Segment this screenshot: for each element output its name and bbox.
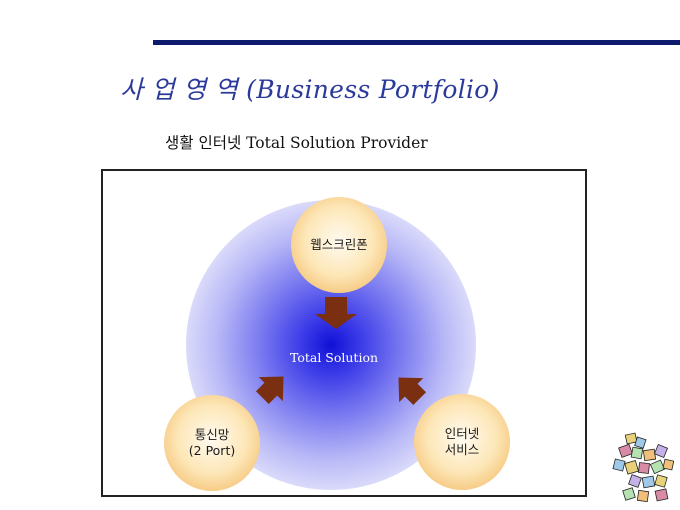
slide-subtitle: 생활 인터넷 Total Solution Provider	[165, 134, 428, 152]
top-rule	[153, 40, 680, 45]
node-label: 서비스	[444, 442, 480, 457]
node-web-screen-phone: 웹스크린폰	[291, 197, 387, 293]
node-internet-service: 인터넷 서비스	[414, 394, 510, 490]
node-network: 통신망 (2 Port)	[164, 395, 260, 491]
cube-figure-logo	[612, 432, 675, 503]
node-label: 통신망	[194, 426, 230, 442]
center-label: Total Solution	[289, 350, 379, 365]
node-label: (2 Port)	[188, 443, 236, 458]
node-label: 인터넷	[444, 425, 480, 441]
node-label: 웹스크린폰	[310, 236, 368, 252]
slide-title: 사 업 영 역 (Business Portfolio)	[120, 75, 500, 104]
